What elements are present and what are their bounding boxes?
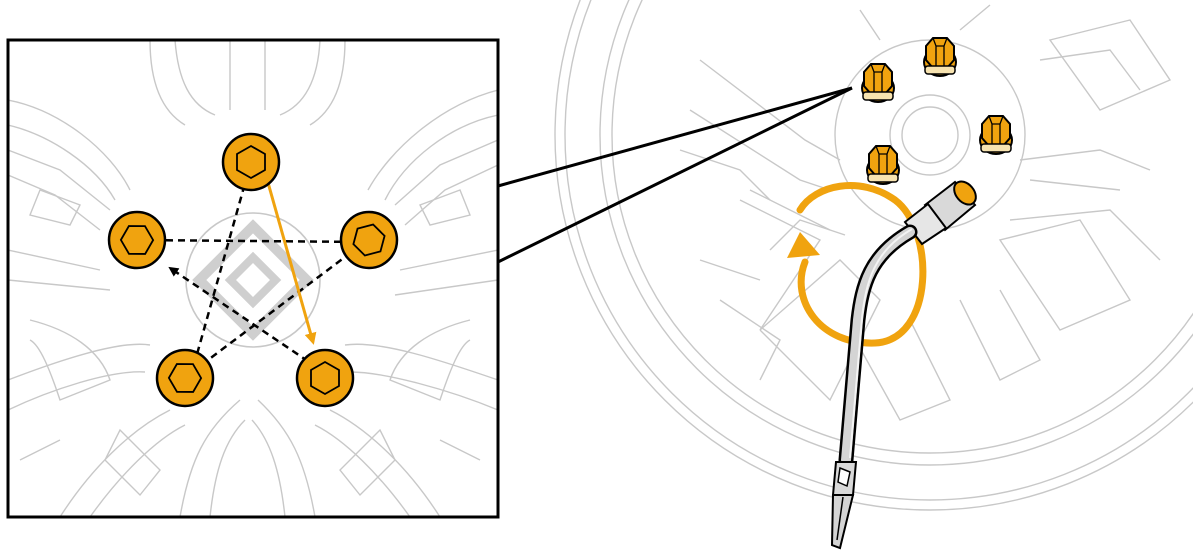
inset-panel xyxy=(6,38,500,519)
inset-nuts xyxy=(107,132,399,408)
main-nut-4 xyxy=(866,145,900,185)
inset-nut-bottom-left xyxy=(155,348,215,408)
main-wheel xyxy=(554,0,1193,511)
inset-nut-bottom-right xyxy=(295,348,355,408)
rotation-arrow xyxy=(787,182,927,347)
inset-nut-top xyxy=(221,132,281,192)
main-nut-1 xyxy=(861,63,895,103)
main-nut-2 xyxy=(923,37,957,77)
inset-rim xyxy=(8,40,498,517)
wheel-brace xyxy=(830,180,977,550)
wrench-socket xyxy=(903,180,977,246)
tightening-pattern xyxy=(136,161,366,373)
first-step-arrow xyxy=(263,171,317,345)
inset-nut-right xyxy=(339,210,399,270)
callout-lines xyxy=(497,86,853,264)
wrench-grip xyxy=(830,461,858,550)
inset-nut-left xyxy=(107,210,167,270)
main-nut-3 xyxy=(979,115,1013,155)
inset-frame xyxy=(6,38,500,519)
main-nuts xyxy=(861,37,1013,185)
